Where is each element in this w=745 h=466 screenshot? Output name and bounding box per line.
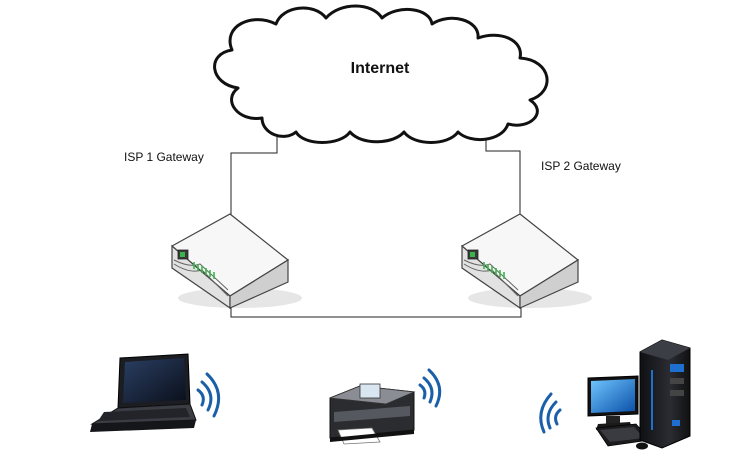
link-cloud-isp1 [230,125,278,245]
cloud-icon [213,4,549,144]
isp1-router-icon [170,213,302,310]
desktop-wifi-icon [539,392,562,434]
printer-wifi-icon [418,368,442,408]
isp1-gateway-label: ISP 1 Gateway [124,150,204,164]
internet-label: Internet [350,60,410,77]
laptop-icon [90,353,197,432]
isp2-gateway-label: ISP 2 Gateway [541,159,621,173]
printer-icon [329,383,416,445]
laptop-wifi-icon [196,372,221,418]
isp2-router-icon [460,213,592,310]
desktop-pc-icon [587,339,691,450]
